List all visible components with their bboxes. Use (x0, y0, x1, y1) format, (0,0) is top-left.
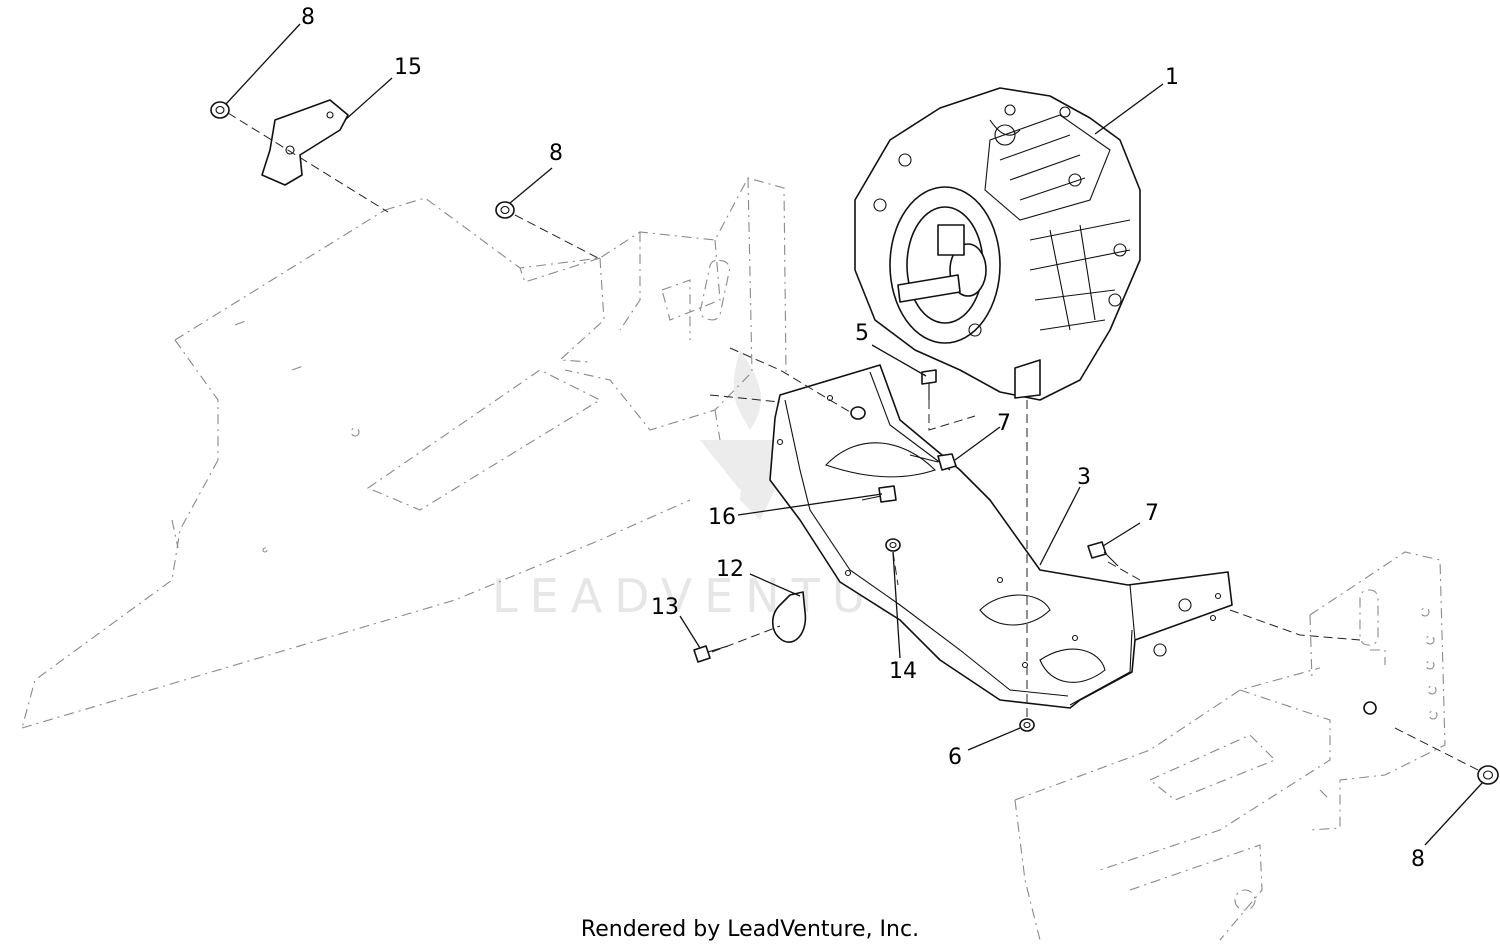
clip-bracket (261, 99, 349, 186)
flange-nut-8-right (1477, 765, 1499, 785)
hardware (210, 101, 1499, 785)
callout-15: 15 (394, 55, 422, 80)
hose-clamp (771, 591, 807, 643)
callout-8-right: 8 (1411, 847, 1425, 872)
leader-lines (225, 23, 1484, 846)
pump-mount-bracket (769, 364, 1233, 709)
callout-6: 6 (948, 745, 962, 770)
callout-7-lower: 7 (1145, 501, 1159, 526)
callout-7-upper: 7 (997, 411, 1011, 436)
callout-14: 14 (889, 659, 917, 684)
nut-6 (1019, 718, 1035, 732)
flange-nut-8-top (210, 101, 230, 119)
callout-5: 5 (855, 321, 869, 346)
bolt-7-lower (1087, 541, 1119, 567)
callout-12: 12 (716, 557, 744, 582)
bolt-7-upper (909, 453, 957, 471)
callout-labels: 8 15 8 1 5 7 3 7 16 12 13 14 6 8 (301, 5, 1425, 872)
callout-16: 16 (708, 505, 736, 530)
bolt-16 (861, 485, 897, 503)
callout-8-mid: 8 (549, 141, 563, 166)
right-frame-rail (1014, 551, 1446, 941)
render-credit: Rendered by LeadVenture, Inc. (581, 917, 919, 942)
callout-1: 1 (1165, 65, 1179, 90)
nut-14 (885, 538, 901, 552)
left-frame-rail (21, 177, 787, 729)
bracket-nut-small-b (1363, 701, 1377, 715)
hydro-pump (854, 87, 1141, 401)
callout-8-top: 8 (301, 5, 315, 30)
callout-3: 3 (1077, 465, 1091, 490)
bracket-nut-small-a (850, 406, 866, 420)
bolt-13 (693, 645, 729, 663)
bolt-5 (921, 369, 937, 400)
callout-13: 13 (651, 595, 679, 620)
flange-nut-8-mid (495, 201, 515, 219)
